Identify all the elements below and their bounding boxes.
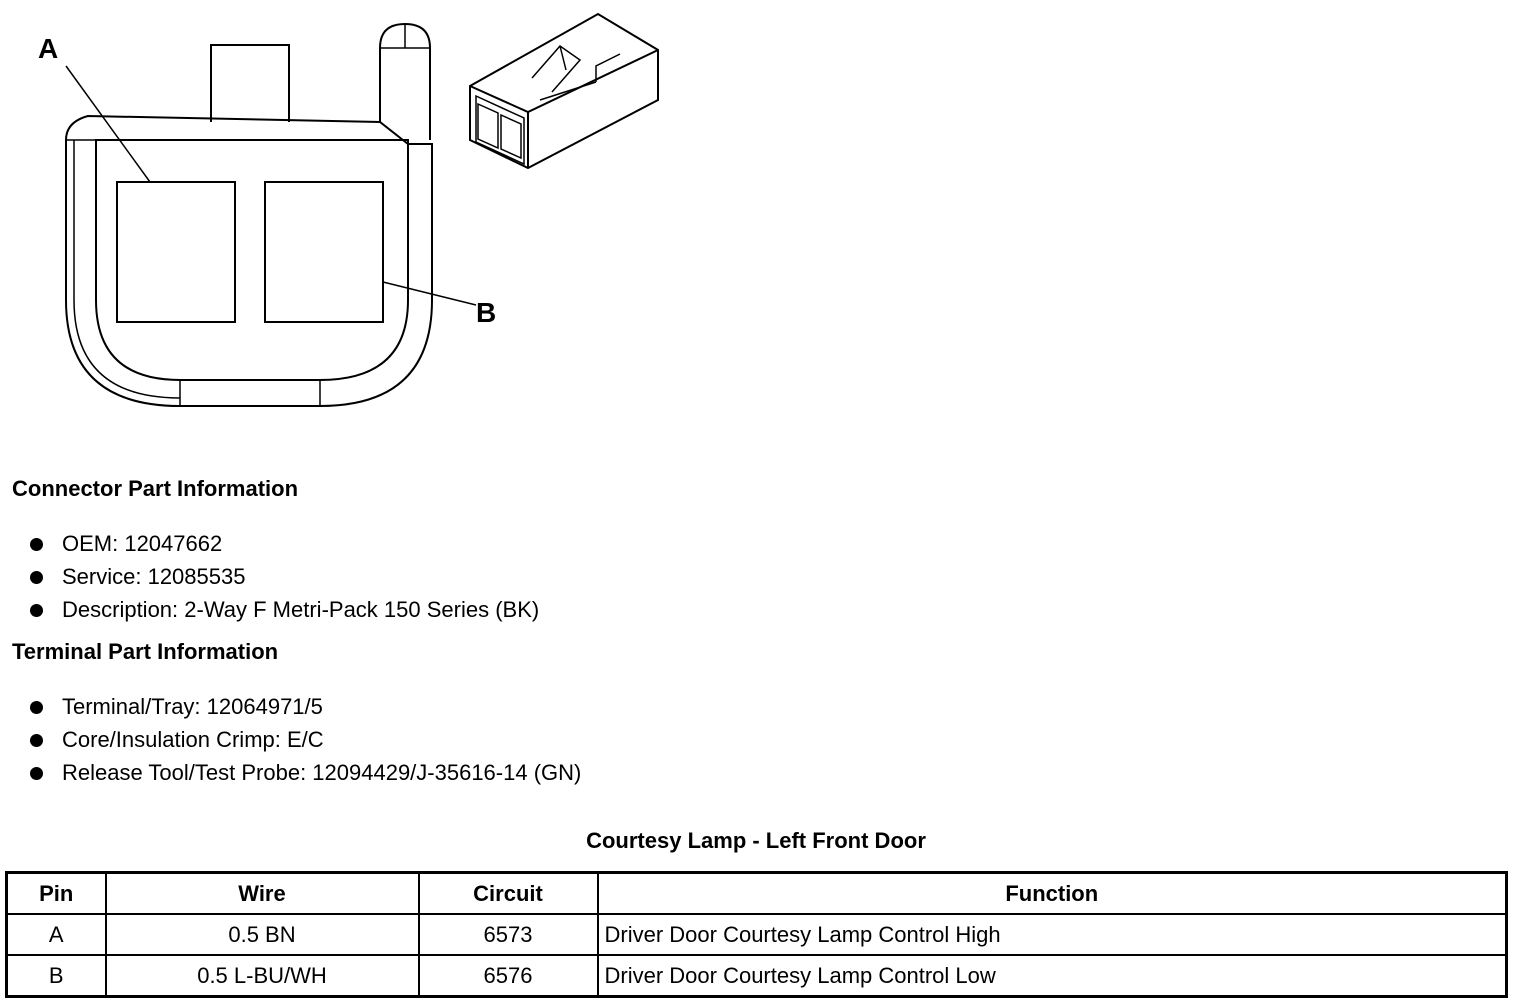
list-item-text: Terminal/Tray: 12064971/5 <box>62 694 323 719</box>
cell-circuit: 6573 <box>417 913 599 956</box>
list-item-text: Release Tool/Test Probe: 12094429/J-3561… <box>62 760 582 785</box>
column-header-wire: Wire <box>104 871 420 915</box>
list-item-text: Description: 2-Way F Metri-Pack 150 Seri… <box>62 597 540 622</box>
list-item: Release Tool/Test Probe: 12094429/J-3561… <box>28 759 581 792</box>
list-item: Terminal/Tray: 12064971/5 <box>28 693 581 726</box>
connector-inner-outline <box>95 139 409 381</box>
cavity-label-a: A <box>38 33 58 64</box>
bullet-icon <box>30 734 43 747</box>
table-row: B 0.5 L-BU/WH 6576 Driver Door Courtesy … <box>5 954 1508 998</box>
column-header-function: Function <box>596 871 1508 915</box>
table-title: Courtesy Lamp - Left Front Door <box>586 828 926 853</box>
cavity-label-b: B <box>476 297 496 328</box>
list-item-text: OEM: 12047662 <box>62 531 223 556</box>
connector-iso-view <box>469 12 659 170</box>
cell-wire: 0.5 L-BU/WH <box>104 954 420 998</box>
list-item-text: Core/Insulation Crimp: E/C <box>62 727 324 752</box>
cell-circuit: 6576 <box>417 954 599 998</box>
bullet-icon <box>30 571 43 584</box>
leader-line-a <box>65 65 151 183</box>
table-header-row: Pin Wire Circuit Function <box>5 871 1508 915</box>
column-header-pin: Pin <box>5 871 107 915</box>
bullet-icon <box>30 538 43 551</box>
terminal-info-heading: Terminal Part Information <box>12 639 279 664</box>
cell-function: Driver Door Courtesy Lamp Control High <box>596 913 1508 956</box>
cell-function: Driver Door Courtesy Lamp Control Low <box>596 954 1508 998</box>
list-item: Core/Insulation Crimp: E/C <box>28 726 581 759</box>
table-row: A 0.5 BN 6573 Driver Door Courtesy Lamp … <box>5 913 1508 956</box>
connector-info-heading: Connector Part Information <box>12 476 299 501</box>
list-item: OEM: 12047662 <box>28 530 539 563</box>
column-header-circuit: Circuit <box>417 871 599 915</box>
list-item: Description: 2-Way F Metri-Pack 150 Seri… <box>28 596 539 629</box>
terminal-info-list: Terminal/Tray: 12064971/5 Core/Insulatio… <box>28 693 581 792</box>
bullet-icon <box>30 767 43 780</box>
cell-pin: B <box>5 954 107 998</box>
cavity-b <box>264 181 384 323</box>
cavity-a <box>116 181 236 323</box>
cell-pin: A <box>5 913 107 956</box>
pinout-table: Pin Wire Circuit Function A 0.5 BN 6573 … <box>5 871 1508 998</box>
list-item-text: Service: 12085535 <box>62 564 246 589</box>
connector-latch-inner <box>380 24 430 49</box>
list-item: Service: 12085535 <box>28 563 539 596</box>
leader-line-b <box>382 281 477 306</box>
connector-diagram: A B <box>38 12 659 407</box>
bullet-icon <box>30 604 43 617</box>
cell-wire: 0.5 BN <box>104 913 420 956</box>
connector-top-tab <box>210 44 290 122</box>
bullet-icon <box>30 701 43 714</box>
connector-outer-shell <box>65 114 433 407</box>
connector-info-list: OEM: 12047662 Service: 12085535 Descript… <box>28 530 539 629</box>
